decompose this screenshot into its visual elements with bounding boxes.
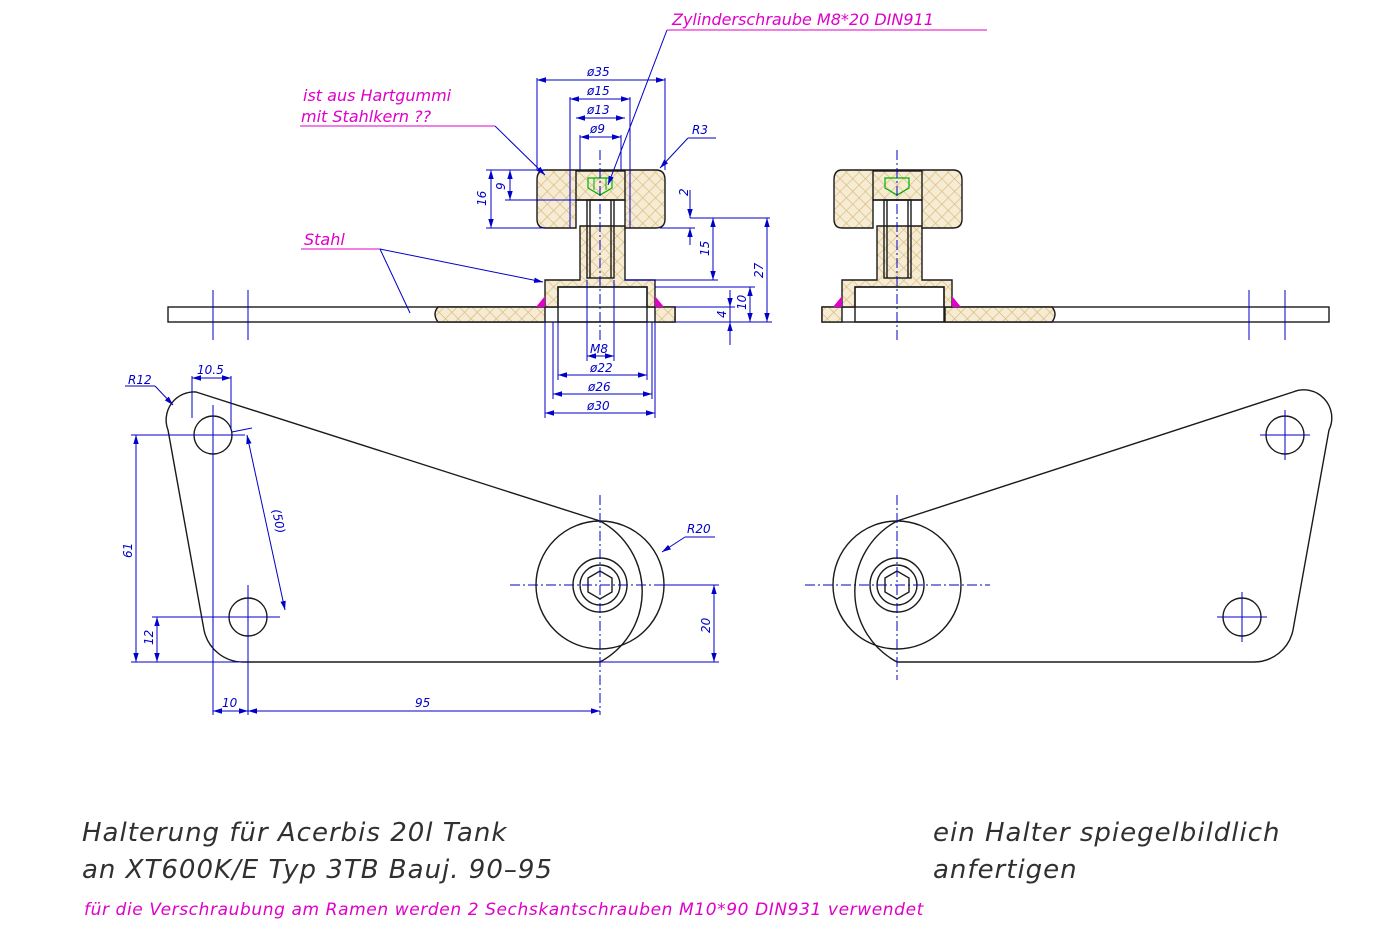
dim-15: 15 — [698, 241, 712, 256]
dim-61: 61 — [121, 543, 135, 558]
plate-right-stub — [654, 306, 676, 323]
dim-9: 9 — [494, 182, 508, 190]
dim-d30: ø30 — [586, 399, 610, 413]
dim-95: 95 — [415, 696, 430, 710]
footer-note: für die Verschraubung am Ramen werden 2 … — [84, 900, 925, 920]
section-view-left: Zylinderschraube M8*20 DIN911 ist aus Ha… — [167, 10, 987, 418]
dim-d13: ø13 — [586, 103, 610, 117]
title-line1: Halterung für Acerbis 20l Tank — [82, 818, 507, 848]
dim-d9: ø9 — [589, 122, 605, 136]
weld-left — [536, 296, 545, 307]
title-block: Halterung für Acerbis 20l Tank an XT600K… — [82, 818, 1280, 920]
dim-10: 10 — [735, 294, 749, 310]
dim-d15: ø15 — [586, 84, 610, 98]
dim-27: 27 — [752, 262, 766, 278]
dim-r3: R3 — [692, 123, 708, 137]
dim-2: 2 — [677, 188, 691, 196]
weld-right — [655, 296, 664, 307]
dim-20: 20 — [699, 617, 713, 633]
boss-bore — [557, 286, 648, 323]
rubber-callout-line1: ist aus Hartgummi — [303, 86, 452, 105]
bracket-outline-left — [165, 391, 643, 663]
bracket-outline-right — [854, 389, 1333, 663]
dim-m8: M8 — [590, 342, 608, 356]
steel-plate-left — [167, 306, 676, 323]
dim-10-5: 10.5 — [197, 363, 224, 377]
dim-50: (50) — [269, 508, 288, 535]
steel-plate-right — [821, 306, 1330, 323]
steel-plate-hatch — [434, 306, 546, 323]
screw-callout: Zylinderschraube M8*20 DIN911 — [671, 10, 934, 29]
rubber-knob — [536, 169, 666, 229]
dim-d35: ø35 — [586, 65, 610, 79]
rubber-callout-line2: mit Stahlkern ?? — [301, 107, 432, 126]
dim-r20: R20 — [687, 522, 711, 536]
hex-socket-icon — [884, 177, 910, 196]
plan-view-right — [805, 389, 1333, 680]
dim-d26: ø26 — [587, 380, 611, 394]
dim-10-bottom: 10 — [222, 696, 238, 710]
plan-view-left: R12 10.5 R20 (50) 61 12 20 10 95 — [121, 363, 719, 715]
title-right-line1: ein Halter spiegelbildlich — [933, 818, 1280, 848]
section-view-right — [821, 150, 1330, 340]
title-line2: an XT600K/E Typ 3TB Bauj. 90–95 — [82, 855, 553, 885]
dim-r12: R12 — [128, 373, 152, 387]
title-right-line2: anfertigen — [933, 855, 1078, 885]
dim-12: 12 — [142, 630, 156, 645]
dim-4: 4 — [715, 310, 729, 318]
dim-16: 16 — [475, 190, 489, 206]
steel-callout: Stahl — [304, 230, 345, 249]
dim-d22: ø22 — [589, 361, 613, 375]
